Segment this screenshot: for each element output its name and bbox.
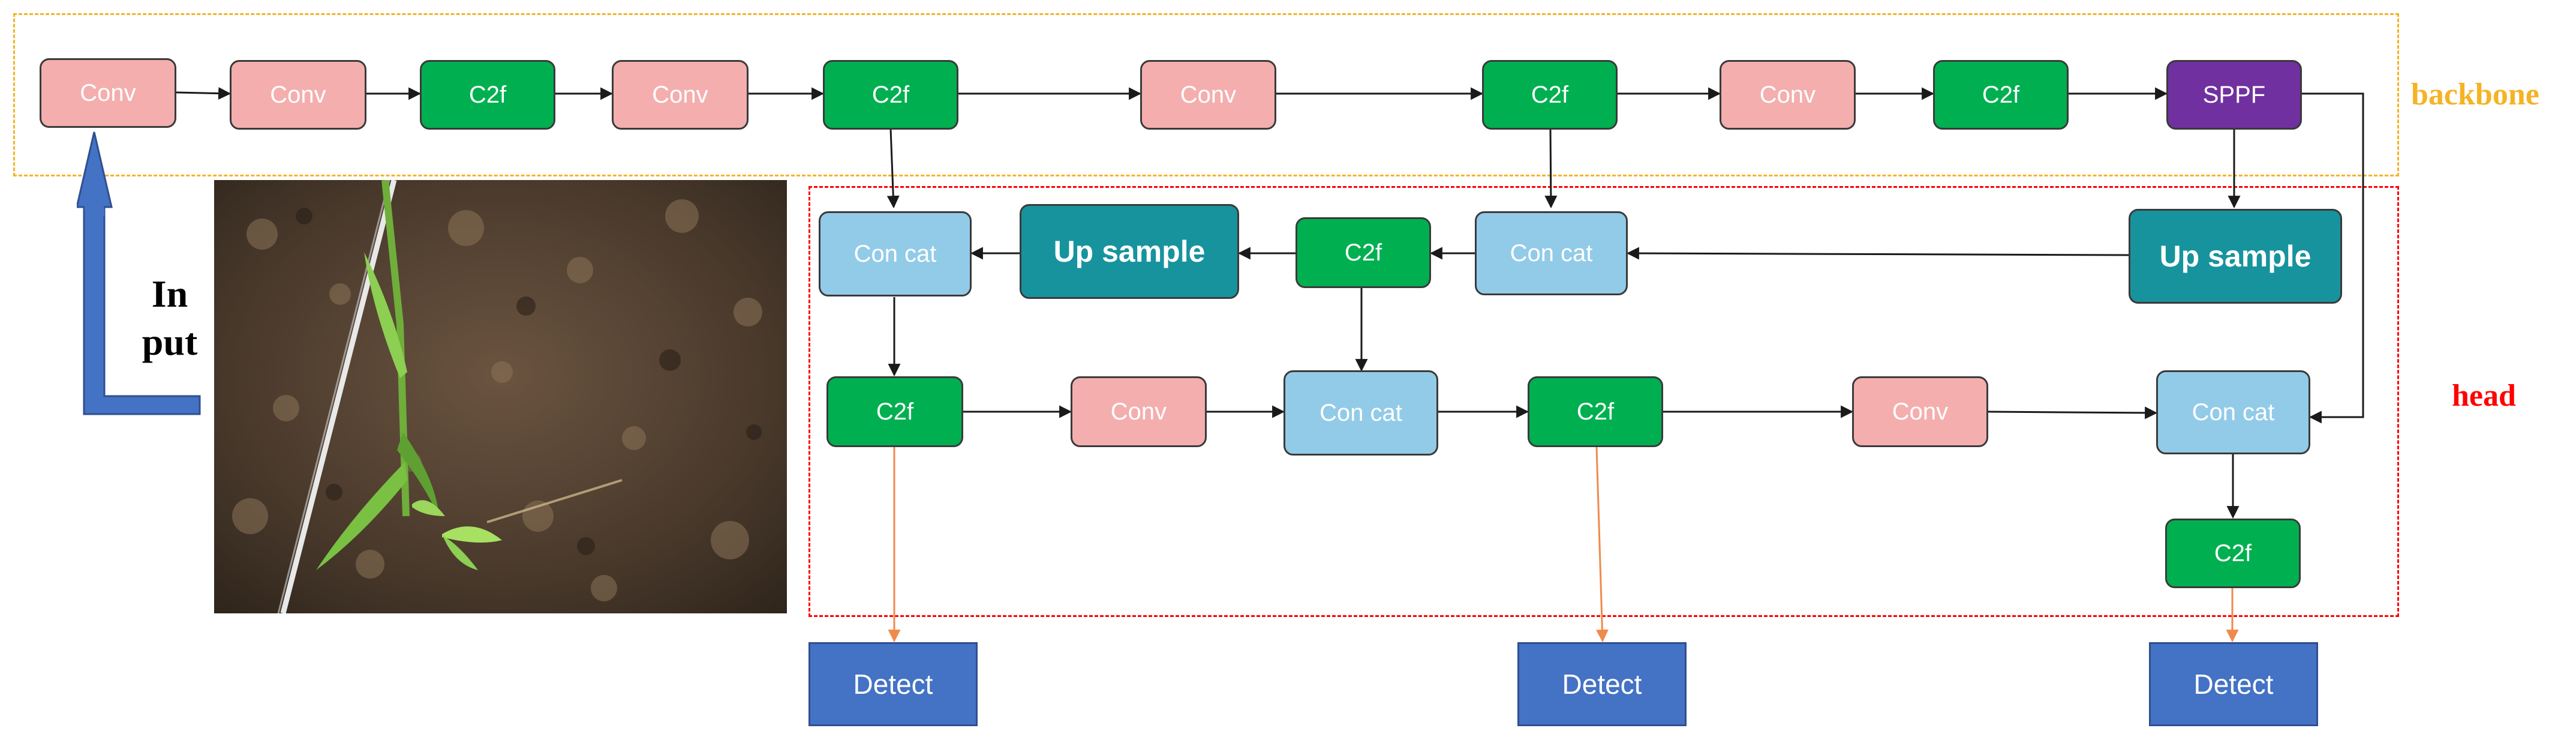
backbone-node-sppf: SPPF (2166, 60, 2302, 130)
input-arrow (77, 131, 201, 415)
head-node-upsample-2: Up sample (2129, 209, 2342, 304)
backbone-node-c2f-3: C2f (1482, 60, 1618, 130)
head-node-concat-1: Con cat (819, 211, 972, 296)
backbone-node-conv-4: Conv (1140, 60, 1276, 130)
input-label: In put (137, 270, 203, 366)
backbone-node-c2f-1: C2f (420, 60, 555, 130)
backbone-label: backbone (2411, 77, 2539, 112)
head-node-conv-2: Conv (1852, 376, 1988, 447)
backbone-node-c2f-4: C2f (1933, 60, 2069, 130)
backbone-region (13, 13, 2399, 176)
head-node-conv-1: Conv (1071, 376, 1207, 447)
backbone-node-conv-2: Conv (230, 60, 366, 130)
head-node-concat-2: Con cat (1475, 211, 1628, 295)
head-node-c2f-2: C2f (826, 376, 963, 447)
input-label-line-2: put (142, 320, 198, 363)
head-node-c2f-4: C2f (2165, 519, 2301, 588)
detect-node-2: Detect (1517, 642, 1687, 726)
input-label-line-1: In (151, 272, 188, 315)
detect-node-1: Detect (808, 642, 978, 726)
head-label: head (2452, 379, 2516, 413)
head-region (808, 186, 2399, 617)
detect-node-3: Detect (2149, 642, 2318, 726)
head-node-c2f-3: C2f (1528, 376, 1663, 447)
backbone-node-conv-5: Conv (1720, 60, 1856, 130)
head-node-concat-4: Con cat (2156, 370, 2310, 454)
backbone-node-c2f-2: C2f (823, 60, 958, 130)
head-node-c2f-1: C2f (1295, 217, 1431, 288)
head-node-upsample-1: Up sample (1020, 204, 1239, 299)
backbone-node-conv-1: Conv (40, 58, 176, 128)
input-image-seedling (214, 180, 787, 613)
head-node-concat-3: Con cat (1284, 370, 1438, 456)
backbone-node-conv-3: Conv (612, 60, 749, 130)
